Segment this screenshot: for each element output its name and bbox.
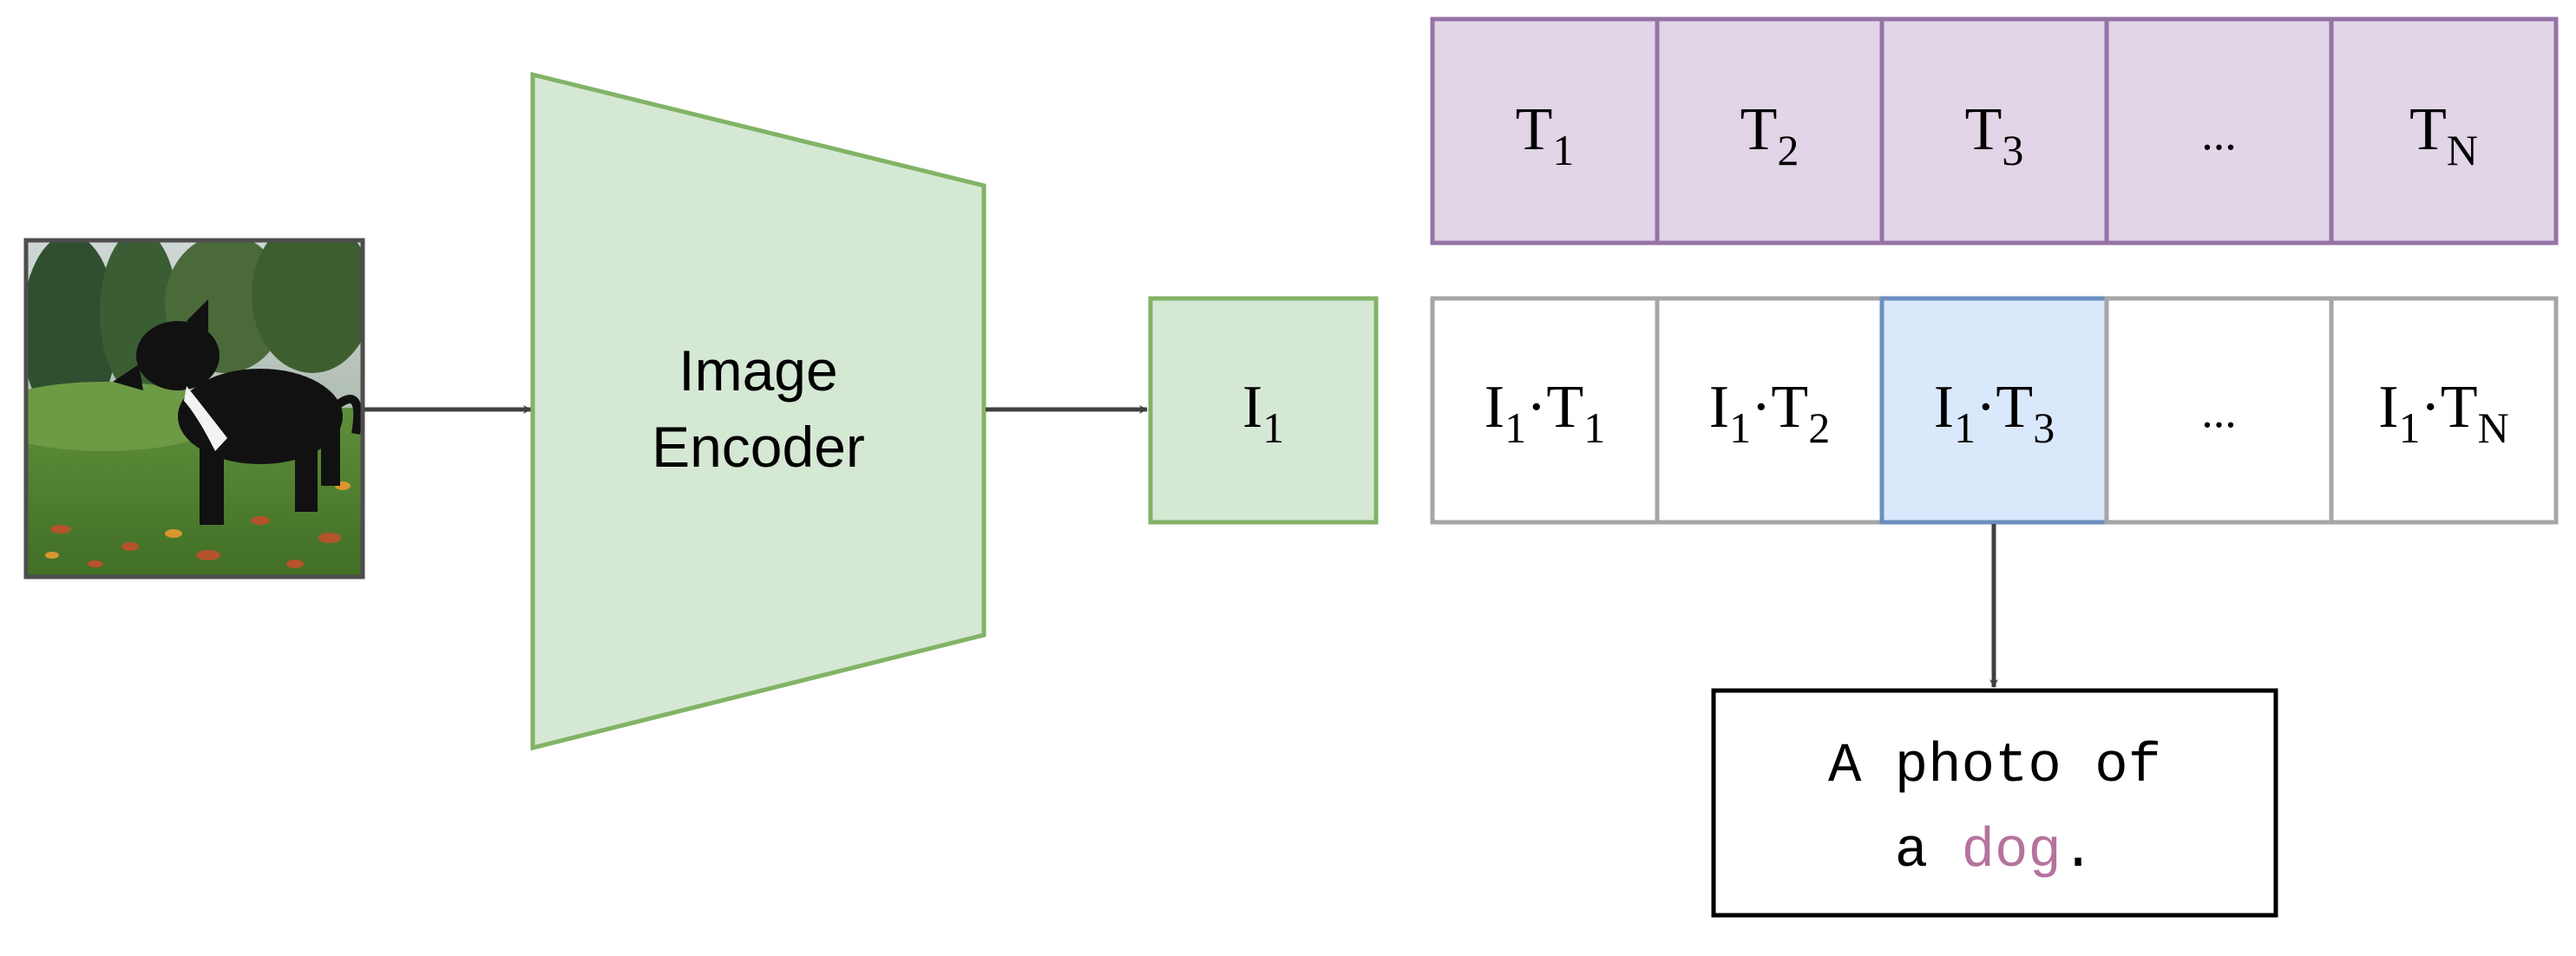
sim-text-base: T — [1771, 374, 1808, 441]
image-embedding-subscript: 1 — [1262, 403, 1284, 452]
sim-image-subscript: 1 — [1954, 403, 1976, 452]
similarity-cell: I1·T2 — [1655, 296, 1884, 525]
sim-text-base: T — [1996, 374, 2033, 441]
text-embedding-cell: T3 — [1879, 16, 2109, 246]
sim-text-subscript: 3 — [2033, 403, 2055, 452]
similarity-label: I1·T1 — [1485, 374, 1605, 452]
sim-image-subscript: 1 — [1504, 403, 1526, 452]
text-embedding-cell: T2 — [1655, 16, 1884, 246]
text-embedding-label: T3 — [1965, 96, 2024, 174]
encoder-label-line1: Image — [678, 338, 837, 403]
sim-dot: · — [1751, 374, 1771, 441]
sim-text-base: T — [1546, 374, 1583, 441]
ellipsis-label: ... — [2201, 385, 2237, 437]
text-embedding-base: T — [2409, 96, 2447, 163]
encoder-label-line2: Encoder — [652, 415, 865, 479]
sim-dot: · — [2421, 374, 2441, 441]
text-embedding-label: T1 — [1516, 96, 1575, 174]
sim-dot: · — [1976, 374, 1996, 441]
text-embedding-label: T2 — [1740, 96, 1799, 174]
dog-photo-icon — [26, 240, 363, 577]
svg-text:a dog.: a dog. — [1895, 821, 2094, 883]
sim-image-base: I — [2378, 374, 2398, 441]
text-embedding-subscript: 1 — [1552, 126, 1574, 174]
image-embedding-base: I — [1242, 374, 1262, 441]
sim-dot: · — [1526, 374, 1546, 441]
svg-text:I1: I1 — [1242, 374, 1284, 452]
image-encoder: Image Encoder — [530, 71, 986, 751]
caption-box: A photo of a dog. — [1711, 688, 2278, 918]
sim-text-subscript: 2 — [1808, 403, 1830, 452]
similarity-label: I1·T2 — [1709, 374, 1830, 452]
sim-text-subscript: N — [2478, 403, 2509, 452]
image-embedding: I1 — [1148, 296, 1379, 525]
similarity-cell-highlighted: I1·T3 — [1879, 296, 2109, 525]
text-embedding-base: T — [1516, 96, 1553, 163]
similarity-cell: I1·TN — [2329, 296, 2559, 525]
text-embedding-cell: ... — [2104, 16, 2334, 246]
caption-line2-suffix: . — [2061, 821, 2094, 883]
sim-text-subscript: 1 — [1583, 403, 1605, 452]
text-embedding-subscript: 3 — [2002, 126, 2023, 174]
sim-image-subscript: 1 — [1729, 403, 1751, 452]
caption-class-word: dog — [1962, 821, 2061, 883]
text-embedding-subscript: N — [2447, 126, 2478, 174]
sim-image-base: I — [1934, 374, 1954, 441]
similarity-label: I1·T3 — [1934, 374, 2055, 452]
sim-image-base: I — [1485, 374, 1504, 441]
text-embedding-base: T — [1965, 96, 2002, 163]
similarity-cell: I1·T1 — [1430, 296, 1660, 525]
caption-line2-prefix: a — [1895, 821, 1962, 883]
similarity-cell: ... — [2104, 296, 2334, 525]
text-embedding-subscript: 2 — [1777, 126, 1799, 174]
ellipsis-label: ... — [2201, 108, 2237, 160]
sim-image-base: I — [1709, 374, 1729, 441]
sim-image-subscript: 1 — [2399, 403, 2421, 452]
text-embedding-cell: T1 — [1430, 16, 1660, 246]
text-embedding-label: TN — [2409, 96, 2478, 174]
input-image — [23, 238, 365, 579]
text-embedding-base: T — [1740, 96, 1778, 163]
similarity-label: I1·TN — [2378, 374, 2509, 452]
sim-text-base: T — [2441, 374, 2478, 441]
text-embedding-cell: TN — [2329, 16, 2559, 246]
caption-line1: A photo of — [1828, 736, 2161, 798]
